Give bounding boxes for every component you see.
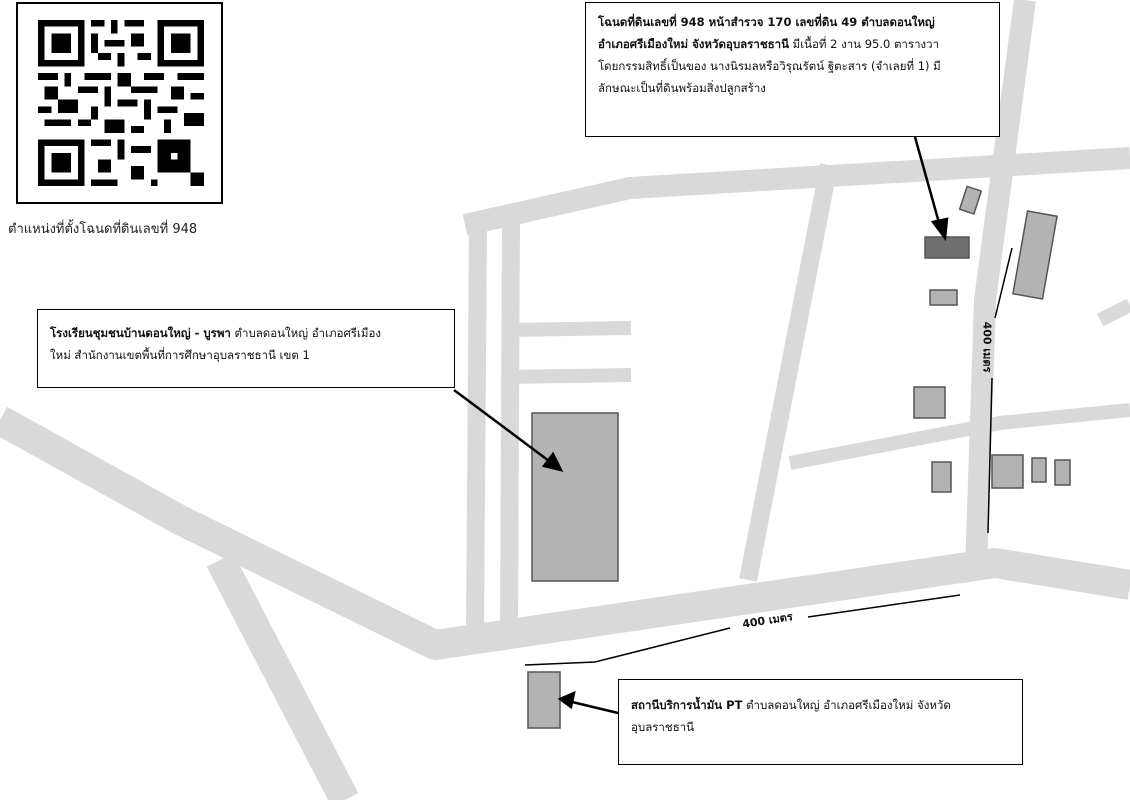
- pointer-arrows: [453, 136, 949, 715]
- arrow-school: [453, 388, 554, 466]
- deed-text-3: โดยกรรมสิทธิ์เป็นของ นางนิรมลหรือวิรุณรั…: [598, 59, 941, 73]
- school-text-1: ตำบลดอนใหญ่ อำเภอศรีเมือง: [230, 326, 381, 340]
- road-left-vertical-1: [466, 224, 487, 631]
- gas-title: สถานีบริการน้ำมัน PT: [631, 698, 743, 712]
- road-cross-2: [508, 368, 632, 384]
- arrow-gas: [567, 699, 619, 715]
- gas-text-2: อุบลราชธานี: [631, 720, 695, 734]
- deed-title-1: โฉนดที่ดินเลขที่ 948 หน้าสำรวจ 170 เลขที…: [598, 15, 935, 29]
- building: [929, 289, 958, 306]
- building: [991, 454, 1024, 489]
- callout-school: โรงเรียนชุมชนบ้านดอนใหญ่ - บูรพา ตำบลดอน…: [37, 309, 455, 388]
- building: [913, 386, 946, 419]
- distance-line-vertical: [987, 247, 1013, 534]
- school-title: โรงเรียนชุมชนบ้านดอนใหญ่ - บูรพา: [50, 326, 231, 340]
- road-east-vertical: [965, 0, 1036, 571]
- school-building: [531, 412, 619, 582]
- gas-station-building: [527, 671, 561, 729]
- deed-title-2: อำเภอศรีเมืองใหม่ จังหวัดอุบลราชธานี: [598, 37, 789, 51]
- building: [1012, 210, 1058, 300]
- road-main: [0, 406, 1130, 660]
- buildings: [527, 185, 1071, 729]
- road-cross-1: [508, 321, 632, 337]
- road-left-vertical-2: [500, 217, 520, 626]
- distance-lines: [524, 247, 1013, 666]
- road-east-stub: [1096, 298, 1130, 327]
- qr-caption: ตำแหน่งที่ตั้งโฉนดที่ดินเลขที่ 948: [8, 222, 198, 237]
- gas-text-1: ตำบลดอนใหญ่ อำเภอศรีเมืองใหม่ จังหวัด: [742, 698, 951, 712]
- road-east-branch: [788, 403, 1130, 470]
- callout-gas-station: สถานีบริการน้ำมัน PT ตำบลดอนใหญ่ อำเภอศร…: [618, 679, 1023, 765]
- target-parcel: [924, 236, 970, 259]
- building: [1054, 459, 1071, 486]
- building: [931, 461, 952, 493]
- road-diagonal-south: [206, 553, 359, 800]
- qr-code[interactable]: [16, 2, 223, 204]
- deed-text-4: ลักษณะเป็นที่ดินพร้อมสิ่งปลูกสร้าง: [598, 81, 766, 95]
- building: [958, 185, 983, 215]
- arrow-deed: [913, 136, 943, 231]
- deed-text-2: มีเนื้อที่ 2 งาน 95.0 ตารางวา: [788, 37, 940, 51]
- callout-land-deed: โฉนดที่ดินเลขที่ 948 หน้าสำรวจ 170 เลขที…: [585, 2, 1000, 137]
- road-middle-vertical: [739, 163, 838, 582]
- qr-code-icon: [38, 20, 204, 186]
- road-north-west: [462, 147, 1130, 236]
- school-text-2: ใหม่ สำนักงานเขตพื้นที่การศึกษาอุบลราชธา…: [50, 348, 310, 362]
- distance-line-horizontal: [524, 594, 961, 666]
- building: [1031, 457, 1047, 483]
- distance-label-vertical: 400 เมตร: [980, 321, 994, 373]
